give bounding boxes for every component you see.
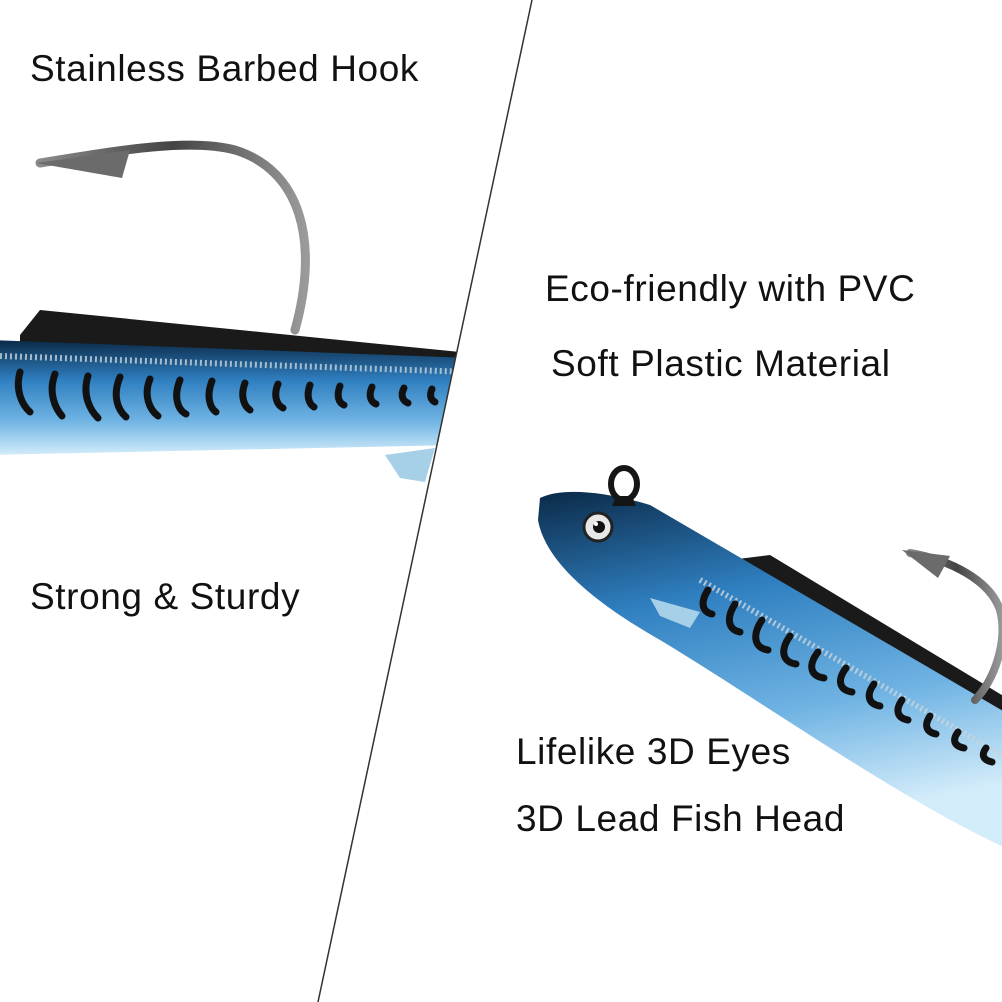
- label-3d-eyes: Lifelike 3D Eyes: [516, 731, 791, 772]
- label-eco-friendly: Eco-friendly with PVC: [545, 268, 916, 309]
- lure-body-left: [0, 340, 475, 455]
- right-panel-lure: [538, 465, 1002, 850]
- stripes-right: [699, 586, 996, 766]
- label-stainless-hook: Stainless Barbed Hook: [30, 48, 419, 89]
- label-lead-head: 3D Lead Fish Head: [516, 798, 845, 839]
- left-panel-lure: [0, 140, 475, 482]
- label-strong-sturdy: Strong & Sturdy: [30, 576, 301, 617]
- stripes-left: [14, 368, 439, 422]
- panel-divider: [317, 0, 533, 1002]
- hook-left: [35, 140, 310, 335]
- label-soft-plastic: Soft Plastic Material: [551, 343, 891, 384]
- lure-body-right: [538, 491, 1002, 850]
- line-tie-eyelet: [608, 465, 640, 503]
